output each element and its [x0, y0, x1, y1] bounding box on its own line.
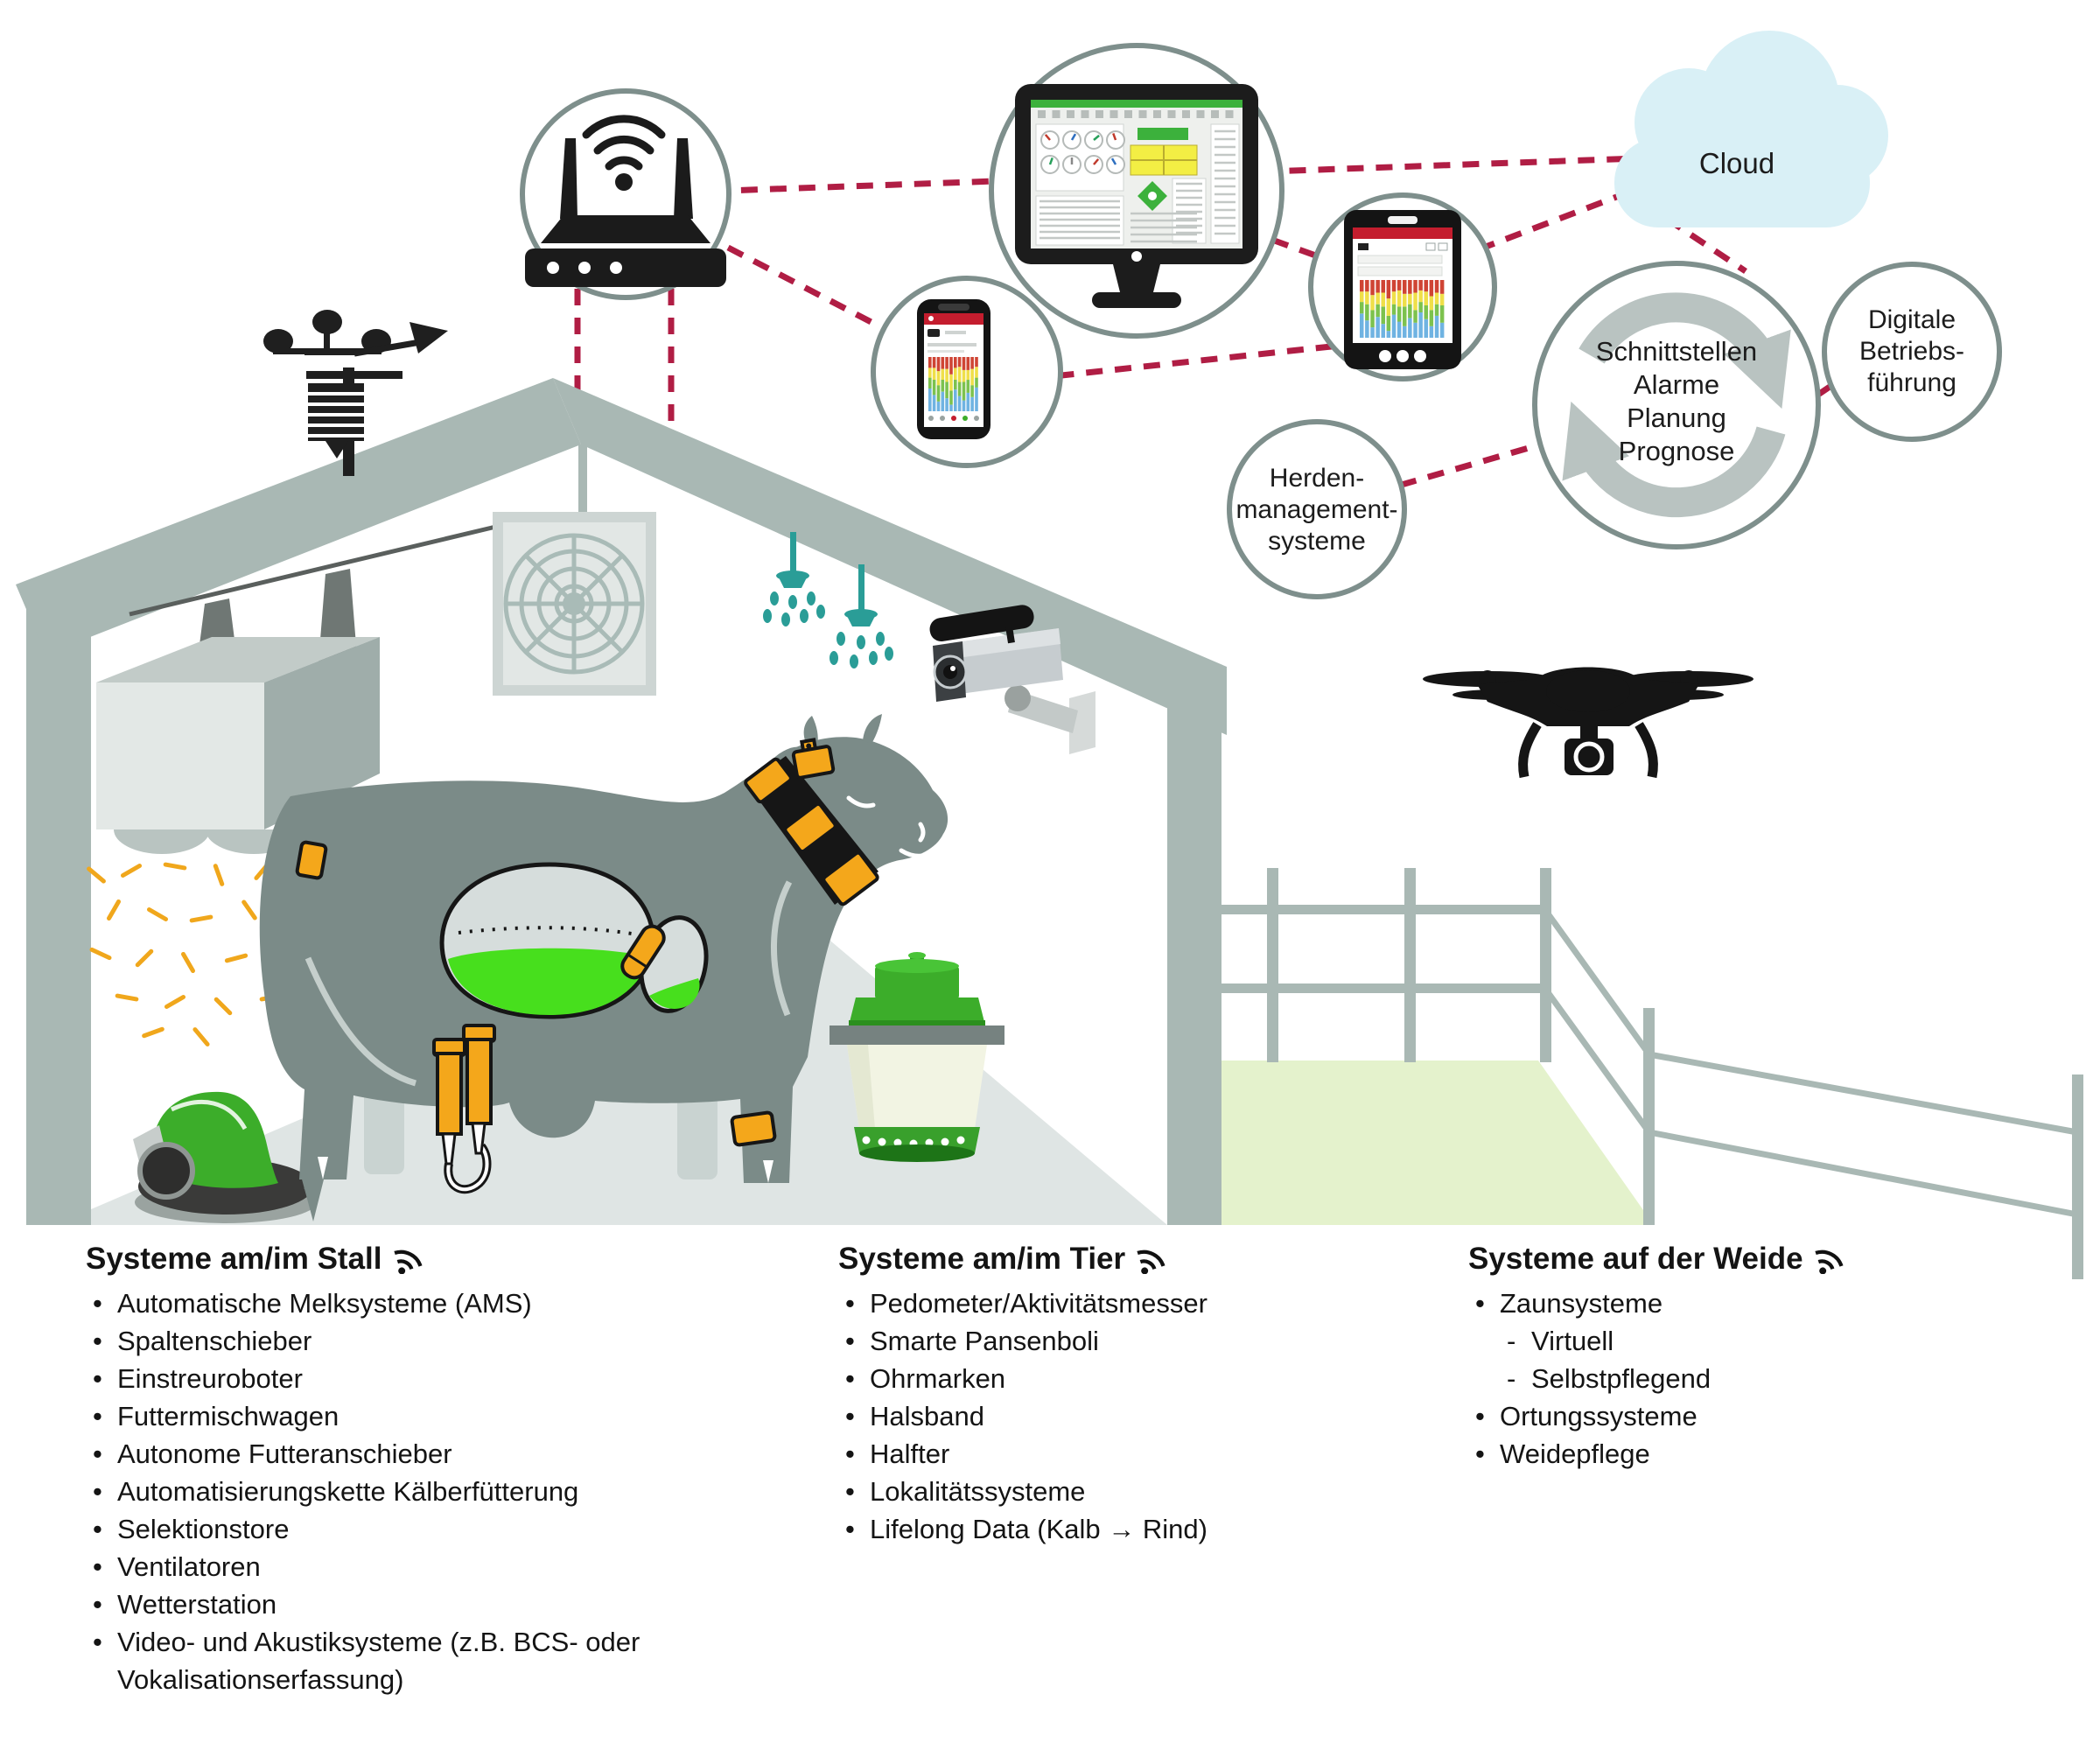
schnittstellen-label-2: Alarme	[1634, 369, 1719, 400]
list-item: Spaltenschieber	[86, 1322, 659, 1360]
router-icon	[525, 115, 726, 287]
fan-icon	[493, 444, 656, 696]
list-weide-title-text: Systeme auf der Weide	[1468, 1242, 1803, 1276]
tablet-chart	[1360, 280, 1445, 338]
list-item: Wetterstation	[86, 1586, 659, 1623]
list-item: Pedometer/Aktivitätsmesser	[838, 1284, 1381, 1322]
cctv-camera-icon	[929, 605, 1096, 754]
list-item: Einstreuroboter	[86, 1360, 659, 1397]
list-weide-items: Zaunsysteme Virtuell Selbstpflegend Ortu…	[1468, 1284, 1958, 1473]
herden-label-3: systeme	[1268, 527, 1366, 556]
pedometer-band	[730, 1110, 777, 1147]
monitor-icon	[1015, 84, 1258, 308]
list-item: Weidepflege	[1468, 1435, 1958, 1473]
schnittstellen-label-3: Planung	[1627, 402, 1726, 433]
list-item: Automatisierungskette Kälberfütterung	[86, 1473, 659, 1510]
drone-icon	[1423, 667, 1754, 779]
pasture	[1222, 1060, 1654, 1225]
cow-tail-tuft	[301, 1172, 326, 1222]
list-weide: Systeme auf der Weide Zaunsysteme Virtue…	[1468, 1241, 1958, 1473]
signal-icon	[1814, 1250, 1844, 1274]
cow-illustration	[259, 714, 948, 1222]
rumen-bolus	[620, 924, 666, 980]
list-tier-title-text: Systeme am/im Tier	[838, 1242, 1126, 1276]
list-item: Smarte Pansenboli	[838, 1322, 1381, 1360]
list-subitem: Virtuell	[1468, 1322, 1958, 1360]
cloud-shape: Cloud	[1614, 31, 1888, 228]
list-tier: Systeme am/im Tier Pedometer/Aktivitätsm…	[838, 1241, 1381, 1548]
bedding-robot-icon	[133, 1091, 317, 1223]
calf-feeder-icon	[830, 952, 1004, 1162]
list-stall-title: Systeme am/im Stall	[86, 1241, 659, 1278]
circle-labels: Herden- management- systeme Schnittstell…	[1236, 305, 1964, 556]
list-item: Autonome Futteranschieber	[86, 1435, 659, 1473]
digitale-label-2: Betriebs-	[1859, 337, 1964, 366]
list-item: Selektionstore	[86, 1510, 659, 1548]
list-stall: Systeme am/im Stall Automatische Melksys…	[86, 1241, 659, 1698]
monitor-screen-detail	[1038, 110, 1236, 243]
milking-cups-icon	[432, 1024, 496, 1194]
smartphone-icon	[917, 299, 990, 439]
schnittstellen-label-1: Schnittstellen	[1596, 336, 1757, 367]
schnittstellen-label-4: Prognose	[1619, 436, 1735, 466]
list-item: Ortungssysteme	[1468, 1397, 1958, 1435]
digitale-circle	[1822, 262, 2002, 442]
list-tier-title: Systeme am/im Tier	[838, 1241, 1381, 1278]
list-subitem: Selbstpflegend	[1468, 1360, 1958, 1397]
list-tier-items: Pedometer/Aktivitätsmesser Smarte Pansen…	[838, 1284, 1381, 1548]
list-item: Ohrmarken	[838, 1360, 1381, 1397]
tablet-icon	[1344, 210, 1461, 369]
phone-chart	[928, 357, 978, 411]
list-stall-title-text: Systeme am/im Stall	[86, 1242, 382, 1276]
list-item: Zaunsysteme	[1468, 1284, 1958, 1322]
tail-sensor	[295, 840, 328, 880]
collar-sensor	[744, 756, 879, 906]
signal-icon	[393, 1250, 423, 1274]
sprinkler-icons	[763, 532, 893, 668]
feed-mixer-icon	[87, 522, 504, 1046]
cloud-label: Cloud	[1699, 147, 1774, 179]
list-stall-items: Automatische Melksysteme (AMS) Spaltensc…	[86, 1284, 659, 1698]
weather-station-icon	[263, 310, 448, 476]
list-item: Lifelong Data (Kalb → Rind)	[838, 1510, 1381, 1548]
ear-tag	[791, 738, 836, 780]
list-item: Video- und Akustiksysteme (z.B. BCS- ode…	[86, 1623, 659, 1698]
list-item: Futtermischwagen	[86, 1397, 659, 1435]
list-item: Automatische Melksysteme (AMS)	[86, 1284, 659, 1322]
list-item: Halsband	[838, 1397, 1381, 1435]
digitale-label-1: Digitale	[1868, 305, 1956, 334]
signal-icon	[1137, 1250, 1166, 1274]
herden-label-1: Herden-	[1270, 464, 1364, 493]
herden-label-2: management-	[1236, 495, 1397, 524]
list-item: Halfter	[838, 1435, 1381, 1473]
list-item: Lokalitätssysteme	[838, 1473, 1381, 1510]
list-item: Ventilatoren	[86, 1548, 659, 1586]
list-weide-title: Systeme auf der Weide	[1468, 1241, 1958, 1278]
sync-arrows-icon	[1562, 292, 1791, 518]
herden-circle	[1227, 419, 1407, 599]
fence	[1222, 868, 2083, 1279]
digitale-label-3: führung	[1867, 368, 1956, 397]
rumen-cutaway	[439, 862, 709, 1019]
